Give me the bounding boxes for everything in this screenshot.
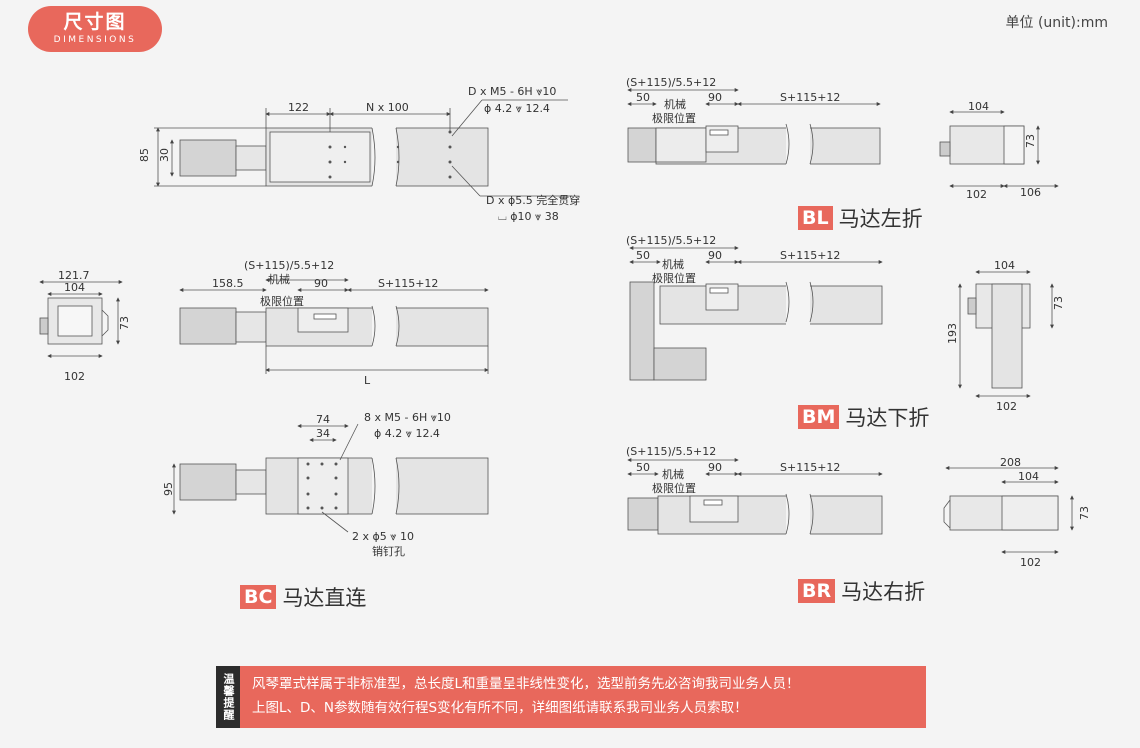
side-dim-90: 90 — [314, 277, 328, 290]
reminder-line-1: 风琴罩式样属于非标准型，总长度L和重量呈非线性变化，选型前务先必咨询我司业务人员… — [252, 676, 800, 692]
bl-dim-73: 73 — [1024, 134, 1037, 148]
bottom-view-actuator — [179, 452, 489, 520]
br-dim-104: 104 — [1018, 470, 1039, 483]
bl-dim-s: (S+115)/5.5+12 — [626, 76, 716, 89]
side-dim-s115b: S+115+12 — [378, 277, 438, 290]
br-side-view — [627, 490, 883, 540]
br-dim-208: 208 — [1000, 456, 1021, 469]
br-dim-102: 102 — [1020, 556, 1041, 569]
bottom-dim-34: 34 — [316, 427, 330, 440]
reminder-tag: 温馨提醒 — [216, 666, 240, 728]
side-mech-1: 机械 — [268, 272, 290, 286]
badge-title: 尺寸图 — [63, 11, 127, 33]
end-view — [39, 297, 109, 345]
callout-m5-a: D x M5 - 6H ⩔10 — [468, 85, 556, 98]
dim-n100: N x 100 — [366, 101, 409, 114]
label-bl-code: BL — [798, 206, 833, 230]
br-dim-50: 50 — [636, 461, 650, 474]
bl-dim-90: 90 — [708, 91, 722, 104]
br-dim-sb: S+115+12 — [780, 461, 840, 474]
label-br-code: BR — [798, 579, 836, 603]
bm-dim-73: 73 — [1052, 296, 1065, 310]
bm-dim-50: 50 — [636, 249, 650, 262]
bl-dim-106: 106 — [1020, 186, 1041, 199]
br-dim-90: 90 — [708, 461, 722, 474]
bl-end-view — [939, 125, 1025, 165]
bottom-dim-95: 95 — [162, 482, 175, 496]
label-br: BR 马达右折 — [798, 576, 925, 606]
reminder-body: 风琴罩式样属于非标准型，总长度L和重量呈非线性变化，选型前务先必咨询我司业务人员… — [240, 666, 926, 728]
bm-mech-1: 机械 — [662, 257, 684, 271]
label-br-text: 马达右折 — [841, 580, 926, 604]
dim-122: 122 — [288, 101, 309, 114]
side-dim-s115: (S+115)/5.5+12 — [244, 259, 334, 272]
bl-dim-50: 50 — [636, 91, 650, 104]
bm-dim-90: 90 — [708, 249, 722, 262]
label-bl-text: 马达左折 — [838, 207, 923, 231]
label-bl: BL 马达左折 — [798, 203, 923, 233]
bottom-callout-2: ϕ 4.2 ⩔ 12.4 — [374, 427, 440, 440]
dim-30: 30 — [158, 148, 171, 162]
badge-subtitle: DIMENSIONS — [53, 35, 137, 45]
bm-dim-193: 193 — [946, 323, 959, 344]
bm-mech-2: 极限位置 — [652, 271, 696, 285]
callout-through-b: ⌴ ϕ10 ⩔ 38 — [498, 210, 559, 223]
bl-mech-2: 极限位置 — [652, 111, 696, 125]
label-bm-code: BM — [798, 405, 840, 429]
reminder-note: 温馨提醒 风琴罩式样属于非标准型，总长度L和重量呈非线性变化，选型前务先必咨询我… — [216, 666, 926, 728]
callout-through-a: D x ϕ5.5 完全贯穿 — [486, 193, 580, 207]
br-dim-s: (S+115)/5.5+12 — [626, 445, 716, 458]
bottom-callout-1: 8 x M5 - 6H ⩔10 — [364, 411, 451, 424]
side-view-actuator — [179, 302, 489, 352]
side-dim-158-5: 158.5 — [212, 277, 244, 290]
bl-dim-104: 104 — [968, 100, 989, 113]
bm-dim-s: (S+115)/5.5+12 — [626, 234, 716, 247]
bottom-dim-74: 74 — [316, 413, 330, 426]
br-mech-1: 机械 — [662, 467, 684, 481]
unit-label: 单位 (unit):mm — [1005, 15, 1109, 31]
end-dim-121-7: 121.7 — [58, 269, 90, 282]
label-bm-text: 马达下折 — [845, 406, 930, 430]
bm-dim-102: 102 — [996, 400, 1017, 413]
dim-85: 85 — [138, 148, 151, 162]
br-mech-2: 极限位置 — [652, 481, 696, 495]
side-mech-2: 极限位置 — [260, 294, 304, 308]
label-bc-code: BC — [240, 585, 277, 609]
bl-dim-102: 102 — [966, 188, 987, 201]
bm-dim-104: 104 — [994, 259, 1015, 272]
dimensions-badge: 尺寸图 DIMENSIONS — [28, 6, 162, 52]
end-dim-104: 104 — [64, 281, 85, 294]
br-dim-73: 73 — [1078, 506, 1091, 520]
top-view-actuator — [179, 124, 489, 192]
side-dim-L: L — [364, 374, 371, 387]
br-end-view — [943, 495, 1059, 531]
pin-callout: 2 x ϕ5 ⩔ 10 — [352, 530, 414, 543]
bl-mech-1: 机械 — [664, 97, 686, 111]
label-bc-text: 马达直连 — [282, 586, 367, 610]
label-bc: BC 马达直连 — [240, 582, 366, 612]
end-dim-73: 73 — [118, 316, 131, 330]
bl-side-view — [627, 120, 881, 170]
callout-m5-b: ϕ 4.2 ⩔ 12.4 — [484, 102, 550, 115]
bm-end-view — [967, 283, 1031, 389]
pin-label: 销钉孔 — [372, 544, 405, 558]
label-bm: BM 马达下折 — [798, 402, 929, 432]
bl-dim-sb: S+115+12 — [780, 91, 840, 104]
reminder-line-2: 上图L、D、N参数随有效行程S变化有所不同，详细图纸请联系我司业务人员索取！ — [252, 700, 748, 716]
bm-dim-sb: S+115+12 — [780, 249, 840, 262]
bm-side-view — [629, 278, 883, 381]
end-dim-102: 102 — [64, 370, 85, 383]
